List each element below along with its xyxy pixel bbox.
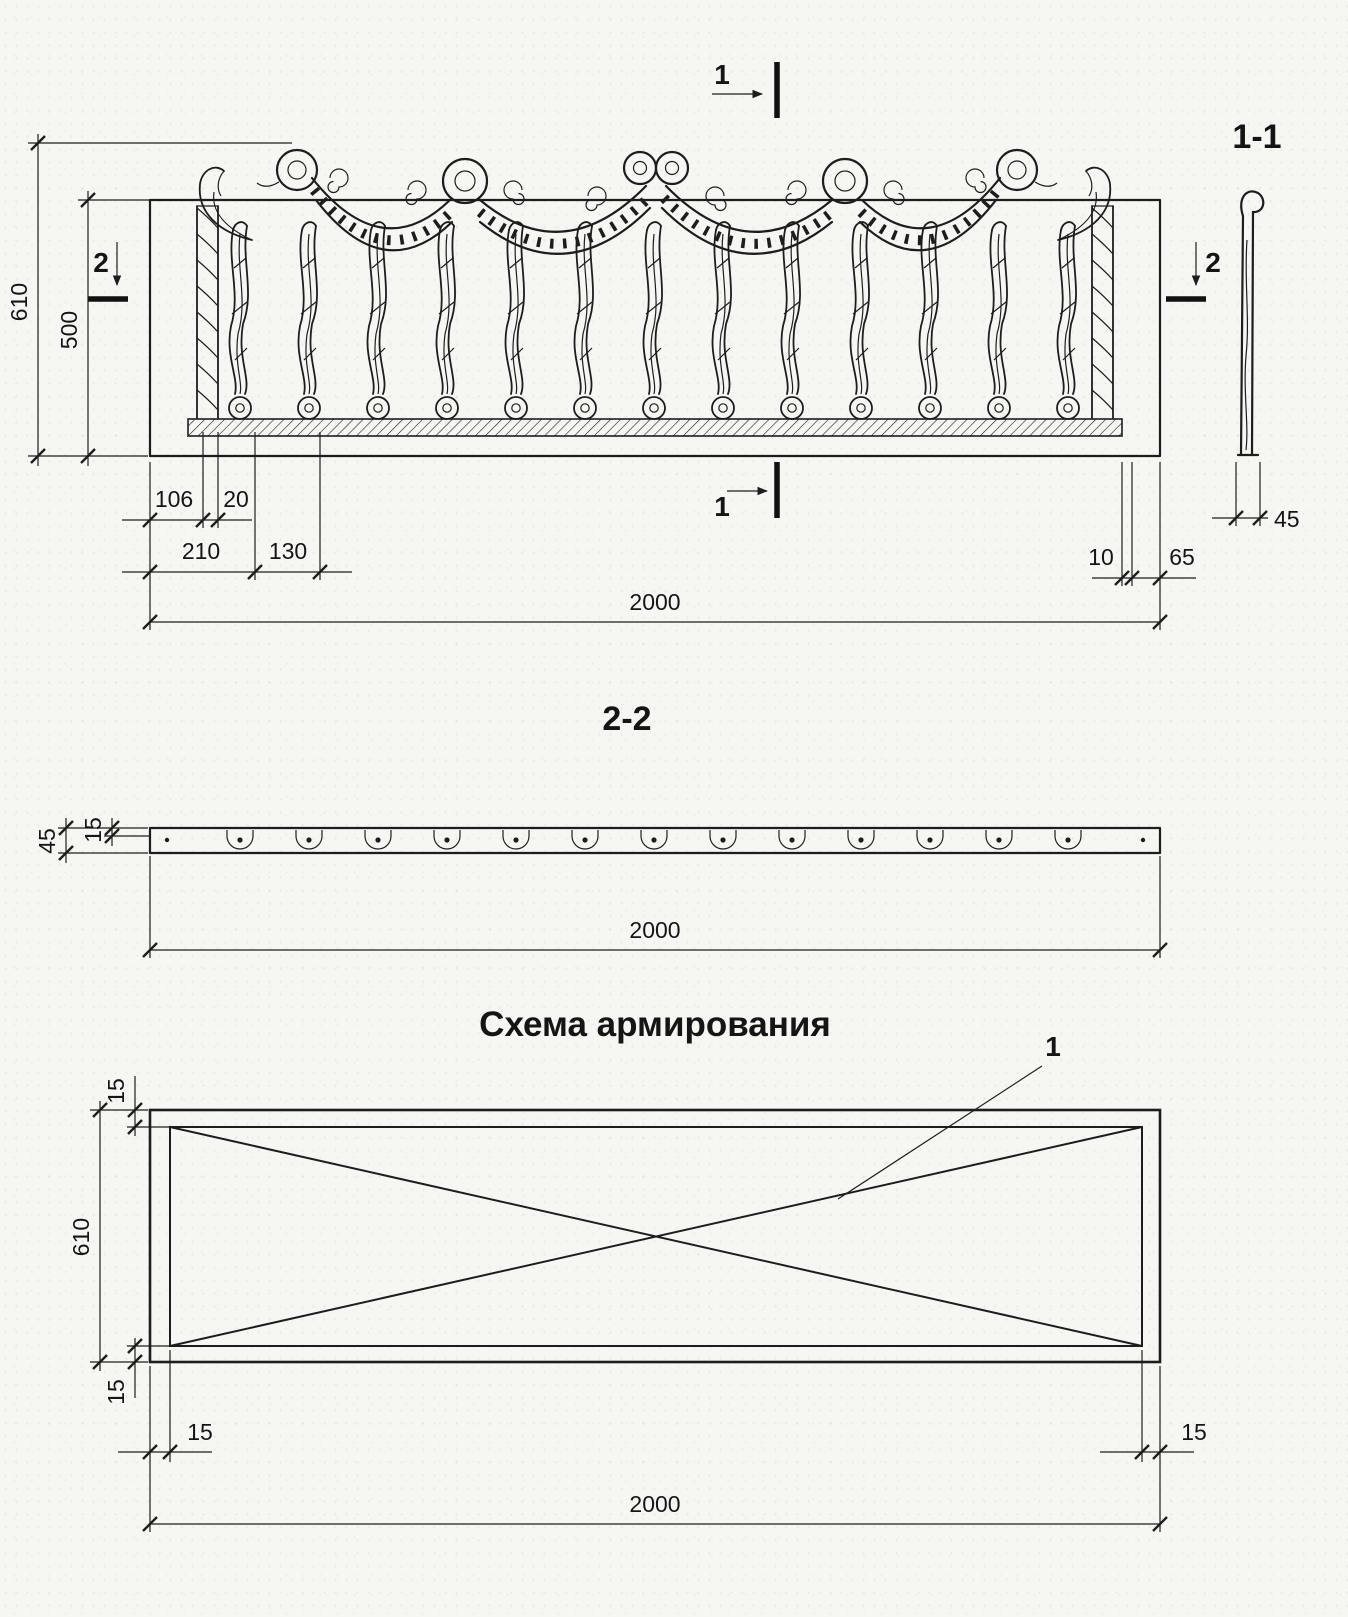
callout-leader (837, 1065, 1043, 1200)
dim-500-elevation: 500 (56, 191, 190, 466)
callout-label-1: 1 (1045, 1031, 1061, 1062)
rope-column-left (196, 205, 219, 419)
dim-label-610-reinforcement: 610 (68, 1218, 94, 1256)
bottom-rail (187, 418, 1123, 437)
dim-15-top-reinforcement: 15 (103, 1076, 172, 1136)
elevation-drawing (148, 148, 1162, 458)
dim-2000-reinforcement: 2000 (141, 1366, 1169, 1533)
dim-label-106: 106 (155, 486, 193, 512)
balusters (228, 221, 1080, 420)
leaf-plume-left (198, 166, 253, 241)
dim-label-15-right: 15 (1181, 1419, 1207, 1445)
dim-45-profile: 45 (1212, 462, 1300, 532)
section-label-2-right: 2 (1205, 247, 1221, 278)
dim-10-65: 10 65 (1088, 462, 1196, 587)
dim-2000-section: 2000 (141, 856, 1169, 959)
section-profile-1-1 (1236, 190, 1265, 457)
dim-label-45-section: 45 (34, 828, 60, 854)
swag-garland (310, 176, 1002, 255)
section-mark-2-right: 2 (1166, 242, 1221, 302)
dim-15-right-reinforcement: 15 (1100, 1350, 1207, 1462)
dim-label-15-section: 15 (80, 817, 106, 843)
dim-label-610: 610 (6, 283, 32, 321)
dim-45-section: 45 (34, 818, 148, 863)
section-mark-2-left: 2 (88, 242, 128, 302)
dim-label-15-top: 15 (103, 1078, 129, 1104)
reinforcement-diagonals (169, 1126, 1143, 1347)
dim-label-15-left: 15 (187, 1419, 213, 1445)
view-label-1-1: 1-1 (1232, 118, 1281, 156)
section-label-1-top: 1 (714, 59, 730, 90)
section-label-1-bottom: 1 (714, 491, 730, 522)
dim-label-15-bottom: 15 (103, 1379, 129, 1405)
dim-610-elevation: 610 (6, 134, 292, 466)
dim-label-2000-section: 2000 (629, 917, 680, 943)
reinforcement-drawing (148, 1108, 1162, 1364)
reinforcement-outer-frame (148, 1108, 1162, 1364)
leaf-plume-right (1057, 166, 1112, 241)
dim-15-section: 15 (80, 817, 150, 846)
dim-2000-elevation: 2000 (141, 462, 1169, 631)
dim-label-500: 500 (56, 311, 82, 349)
dim-label-2000-reinforcement: 2000 (629, 1491, 680, 1517)
dim-label-10: 10 (1088, 544, 1114, 570)
panel-outline (148, 198, 1162, 458)
dim-label-2000-elevation: 2000 (629, 589, 680, 615)
volutes (256, 148, 1058, 205)
view-label-2-2: 2-2 (602, 700, 651, 738)
dim-label-130: 130 (269, 538, 307, 564)
dim-label-20: 20 (223, 486, 249, 512)
dim-15-left-reinforcement: 15 (118, 1350, 213, 1462)
reinforcement-callout: 1 (837, 1031, 1061, 1200)
reinforcement-inner-frame (169, 1126, 1143, 1347)
section-mark-1-top: 1 (712, 59, 780, 118)
dim-label-65: 65 (1169, 544, 1195, 570)
dim-15-bottom-reinforcement: 15 (103, 1337, 172, 1405)
dim-210-130: 210 130 (122, 432, 352, 581)
section-label-2-left: 2 (93, 247, 109, 278)
section-mark-1-bottom: 1 (714, 462, 780, 522)
reinforcement-title: Схема армирования (479, 1005, 831, 1044)
dim-label-45-profile: 45 (1274, 506, 1300, 532)
section-2-2-bar (148, 826, 1162, 855)
dim-label-210: 210 (182, 538, 220, 564)
dim-610-reinforcement: 610 (68, 1101, 148, 1371)
dim-106-20: 106 20 (122, 432, 252, 529)
scallops (164, 829, 1146, 850)
rope-column-right (1091, 205, 1114, 419)
